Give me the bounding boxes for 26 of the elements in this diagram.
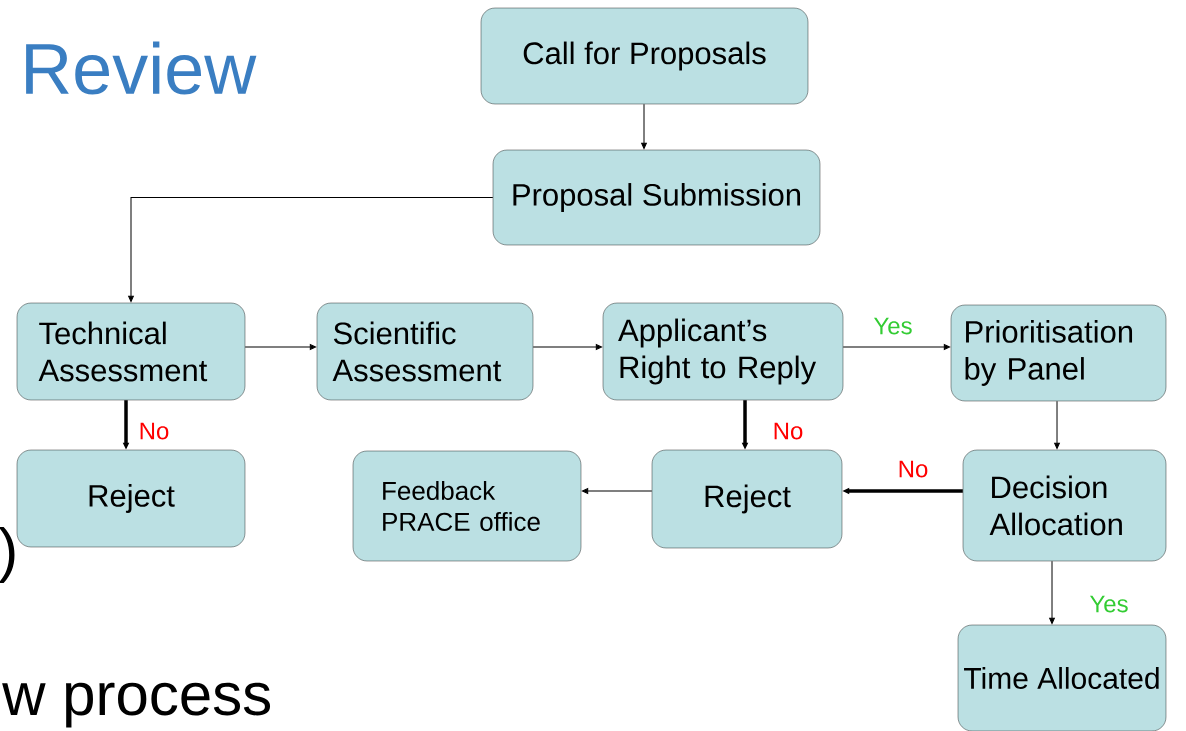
process-box: Call for Proposals	[480, 7, 809, 105]
process-box: Technical Assessment	[16, 302, 246, 401]
edge-label: Yes	[1088, 594, 1130, 614]
edge-label: No	[896, 459, 930, 479]
process-box: Reject	[651, 449, 843, 549]
arrow	[532, 344, 603, 350]
process-box: Prioritisation by Panel	[950, 304, 1167, 402]
edge-label: Yes	[872, 316, 914, 336]
process-box: Time Allocated	[957, 624, 1167, 731]
slide-title: Review	[26, 41, 257, 95]
arrow	[641, 103, 647, 150]
process-box: Decision Allocation	[962, 449, 1167, 562]
edge-label: No	[771, 421, 805, 441]
arrow	[1049, 560, 1055, 625]
process-box: Reject	[16, 449, 246, 548]
arrow	[842, 344, 951, 350]
process-box: Scientific Assessment	[316, 302, 534, 401]
process-box: Applicant’s Right to Reply	[602, 302, 844, 401]
slide-text: w process	[2, 682, 271, 728]
arrow	[128, 197, 494, 303]
process-box: Proposal Submission	[492, 149, 821, 246]
arrow	[582, 488, 653, 494]
process-box: Feedback PRACE office	[352, 450, 582, 562]
arrow	[244, 344, 317, 350]
arrow	[1054, 400, 1060, 450]
edge-label: No	[137, 421, 171, 441]
